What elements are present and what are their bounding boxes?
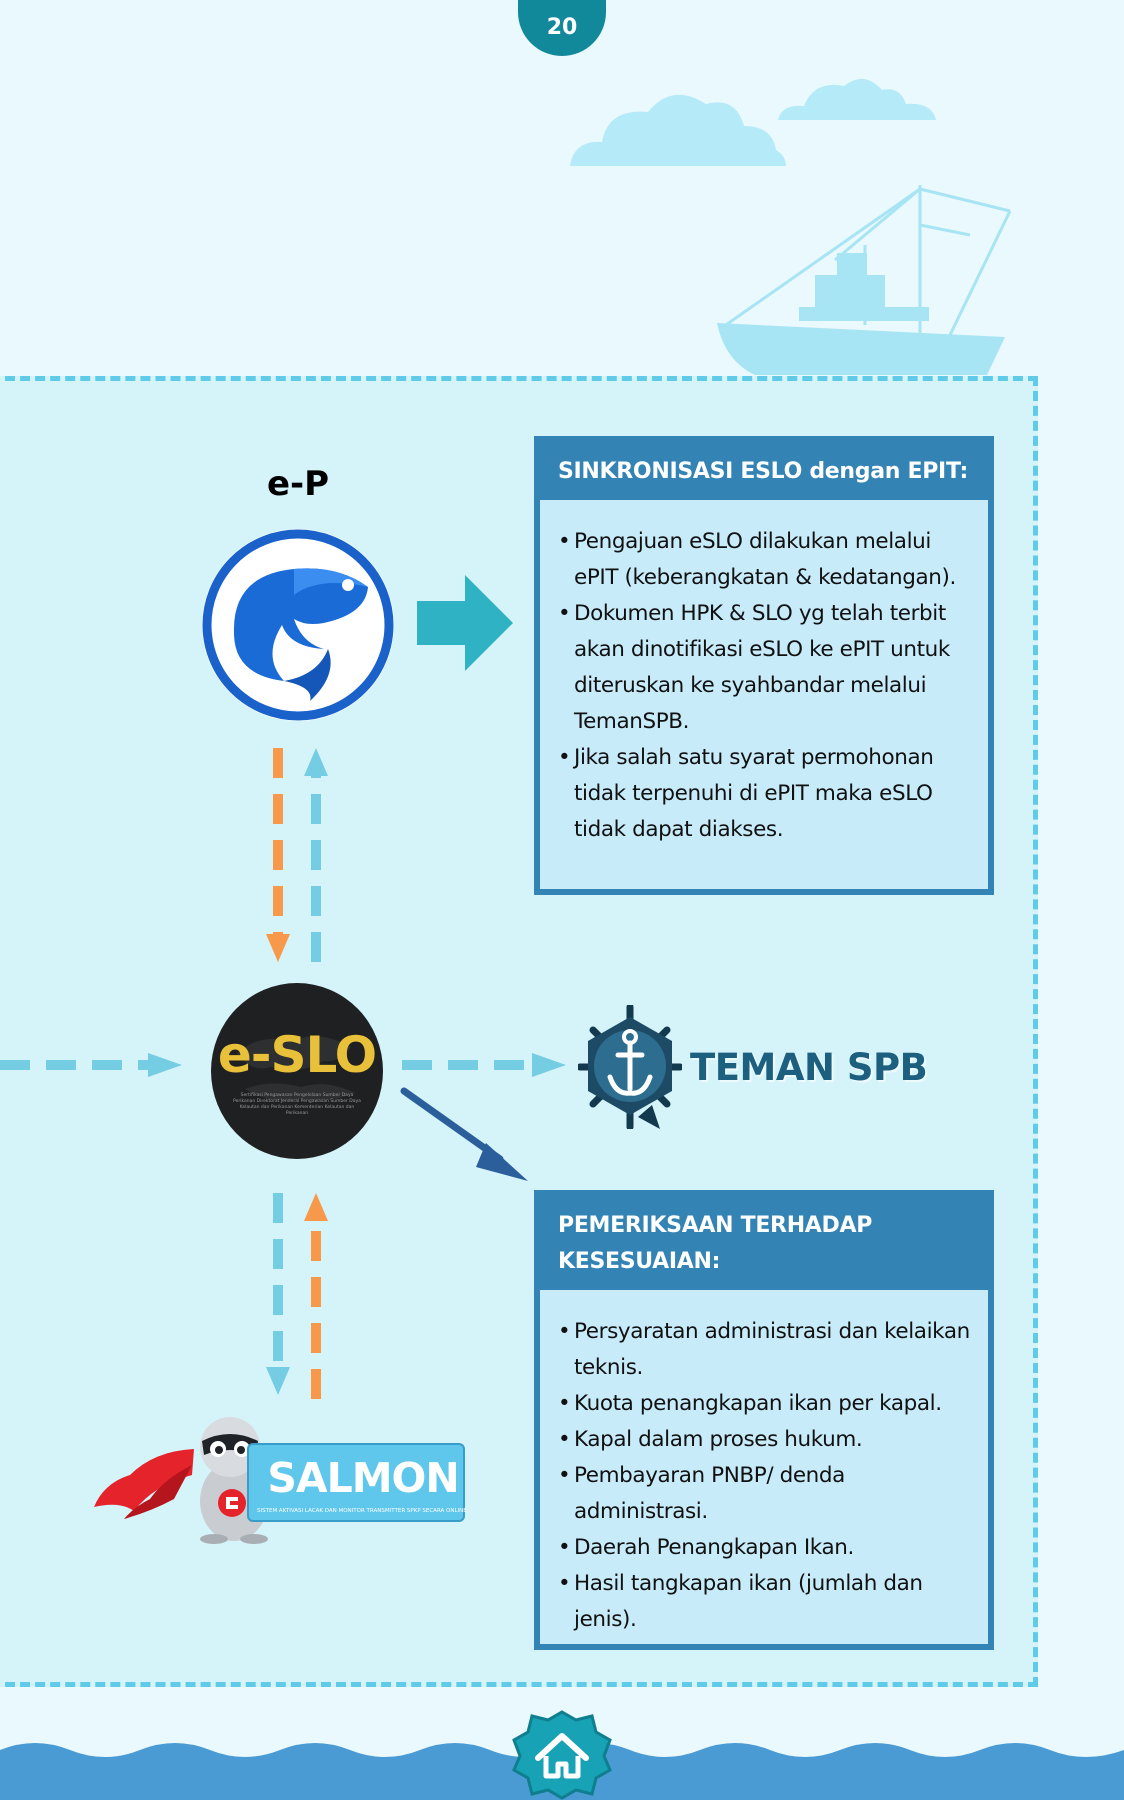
salmon-logo: SALMON SISTEM AKTIVASI LACAK DAN MONITOR… (247, 1443, 467, 1522)
arrows-eslo-salmon (266, 1193, 328, 1399)
pemeriksaan-item: Kuota penangkapan ikan per kapal. (558, 1386, 976, 1422)
pemeriksaan-item: Hasil tangkapan ikan (jumlah dan jenis). (558, 1566, 976, 1638)
map-silhouette-icon (237, 1036, 355, 1101)
salmon-tagline: SISTEM AKTIVASI LACAK DAN MONITOR TRANSM… (257, 1508, 467, 1514)
salmon-label: SALMON (267, 1454, 459, 1502)
ship-wheel-anchor-icon (578, 1005, 682, 1129)
arrow-incoming-left (0, 1053, 182, 1077)
pemeriksaan-title-line1: PEMERIKSAAN TERHADAP (558, 1213, 873, 1238)
arrow-diagonal-dark-blue (400, 1087, 528, 1181)
arrow-to-teman-spb (402, 1053, 566, 1077)
eslo-logo-text: e-SLO (217, 1026, 377, 1084)
pemeriksaan-item: Persyaratan administrasi dan kelaikan te… (558, 1314, 976, 1386)
sinkronisasi-item: Jika salah satu syarat permohonan tidak … (558, 740, 976, 848)
eslo-logo: e-SLO Sertifikasi Pengawasan Pengelolaan… (211, 983, 383, 1159)
pemeriksaan-box: PEMERIKSAAN TERHADAP KESESUAIAN: Persyar… (534, 1190, 994, 1650)
sinkronisasi-list: Pengajuan eSLO dilakukan melalui ePIT (k… (540, 500, 988, 866)
sinkronisasi-item: Pengajuan eSLO dilakukan melalui ePIT (k… (558, 524, 976, 596)
teman-spb-label: TEMAN SPB (690, 1046, 928, 1089)
home-button[interactable] (508, 1708, 616, 1800)
pemeriksaan-title-line2: KESESUAIAN: (558, 1249, 721, 1274)
sinkronisasi-title: SINKRONISASI ESLO dengan EPIT: (540, 442, 988, 500)
pemeriksaan-list: Persyaratan administrasi dan kelaikan te… (540, 1290, 988, 1656)
page-number-badge: 20 (518, 0, 606, 56)
pemeriksaan-item: Daerah Penangkapan Ikan. (558, 1530, 976, 1566)
eslo-logo-fine-print: Sertifikasi Pengawasan Pengelolaan Sumbe… (233, 1093, 361, 1116)
pemeriksaan-title: PEMERIKSAAN TERHADAP KESESUAIAN: (540, 1196, 988, 1290)
home-icon (535, 1733, 589, 1779)
fish-icon (202, 529, 394, 721)
pemeriksaan-item: Pembayaran PNBP/ denda administrasi. (558, 1458, 976, 1530)
sinkronisasi-box: SINKRONISASI ESLO dengan EPIT: Pengajuan… (534, 436, 994, 895)
pemeriksaan-item: Kapal dalam proses hukum. (558, 1422, 976, 1458)
arrows-ep-eslo (266, 748, 328, 962)
arrow-right-teal (417, 575, 513, 671)
sinkronisasi-item: Dokumen HPK & SLO yg telah terbit akan d… (558, 596, 976, 740)
fishing-ship-icon (717, 185, 1012, 375)
ep-label: e-P (266, 464, 330, 504)
clouds-icon (570, 78, 936, 166)
